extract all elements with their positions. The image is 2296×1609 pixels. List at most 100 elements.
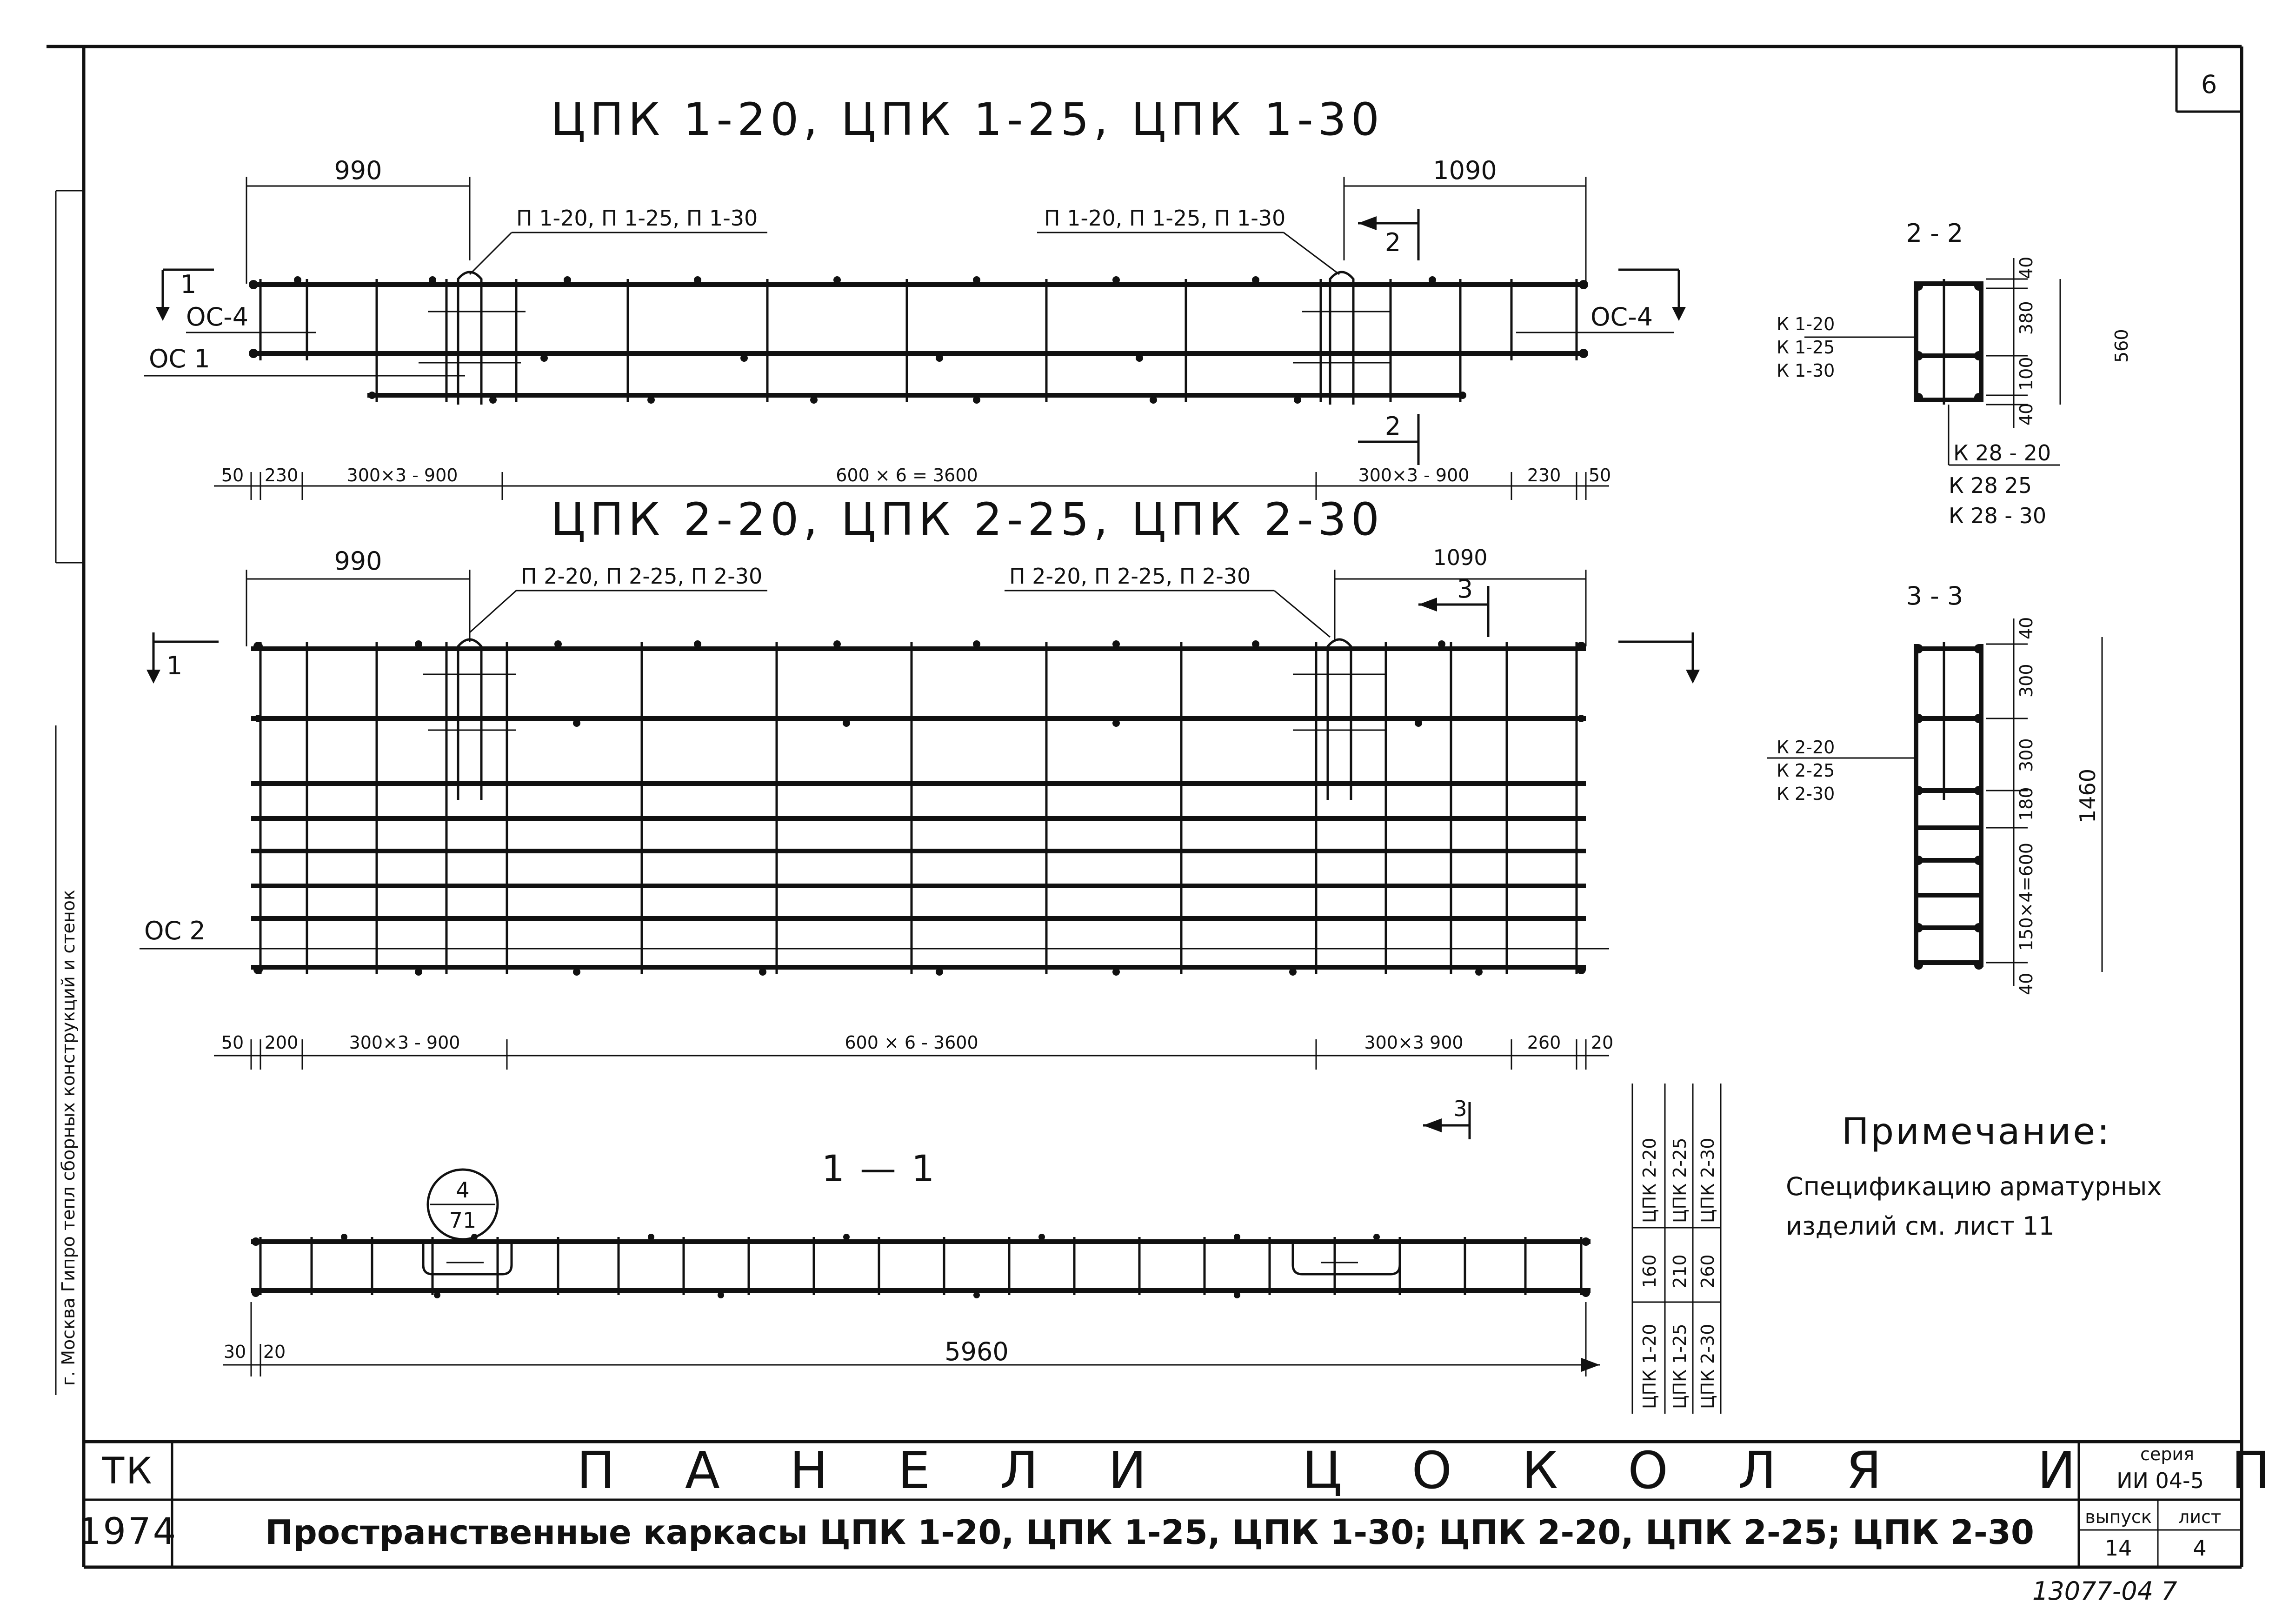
part1-bottom-dim-2: 230 bbox=[265, 465, 299, 485]
note-line-2: изделий см. лист 11 bbox=[1786, 1211, 2055, 1241]
part2-callout-left: П 2-20, П 2-25, П 2-30 bbox=[521, 564, 762, 589]
height-table-mid-3: 260 bbox=[1697, 1254, 1718, 1288]
section11-dim-small2: 20 bbox=[263, 1342, 286, 1362]
part2-bottom-dim-6: 260 bbox=[1527, 1032, 1561, 1053]
sheet-number-box: 6 bbox=[2175, 47, 2242, 113]
section-2-2: 2 - 2 К 1-20 К 1-25 К 1-30 40 380 100 40… bbox=[1777, 219, 2132, 528]
sheet-number: 6 bbox=[2201, 70, 2217, 99]
section22-dim-1: 40 bbox=[2016, 257, 2036, 279]
part1-callout-left: П 1-20, П 1-25, П 1-30 bbox=[516, 206, 758, 231]
height-table-mid-1: 160 bbox=[1639, 1254, 1660, 1288]
subtitle: Пространственные каркасы ЦПК 1-20, ЦПК 1… bbox=[265, 1513, 2034, 1552]
section22-bottom-label-2: К 28 25 bbox=[1949, 473, 2032, 498]
left-margin-strip: г. Москва Гипро тепл сборных конструкций… bbox=[55, 190, 84, 1395]
part1-bottom-dim-1: 50 bbox=[221, 465, 244, 485]
part1-axis-bottom: ОС 1 bbox=[149, 344, 210, 373]
section33-label-3: К 2-30 bbox=[1777, 784, 1835, 804]
section11-mark: 3 bbox=[1453, 1096, 1467, 1121]
height-table-bottom-2: ЦПК 1-25 bbox=[1670, 1324, 1690, 1409]
part2-rebar-dots bbox=[253, 640, 1586, 976]
part1-axis-right: ОС-4 bbox=[1591, 302, 1653, 332]
part1-rebar-dots bbox=[249, 276, 1588, 404]
note-line-1: Спецификацию арматурных bbox=[1786, 1172, 2162, 1201]
series-label: серия bbox=[2140, 1444, 2194, 1464]
note-heading: Примечание: bbox=[1842, 1111, 2111, 1153]
bubble-bottom: 71 bbox=[449, 1208, 477, 1233]
section22-label-2: К 1-25 bbox=[1777, 337, 1835, 358]
section33-label-1: К 2-20 bbox=[1777, 737, 1835, 758]
title-block: ТК 1974 ПАНЕЛИ ЦОКОЛЯ И ПОДВАЛА Простран… bbox=[78, 1440, 2296, 1567]
part2-longitudinal-bars bbox=[251, 646, 1586, 970]
part1-callout-right: П 1-20, П 1-25, П 1-30 bbox=[1044, 206, 1285, 231]
issue-label: выпуск bbox=[2085, 1507, 2152, 1527]
section33-dim-5: 150×4=600 bbox=[2016, 843, 2036, 951]
section33-dim-6: 40 bbox=[2016, 973, 2036, 995]
year: 1974 bbox=[78, 1511, 178, 1553]
sheet-value: 4 bbox=[2193, 1536, 2206, 1561]
part2-title: ЦПК 2-20, ЦПК 2-25, ЦПК 2-30 bbox=[551, 493, 1384, 545]
section22-dim-3: 100 bbox=[2016, 357, 2036, 391]
height-table-bottom-3: ЦПК 2-30 bbox=[1697, 1324, 1718, 1409]
part1-dim-right: 1090 bbox=[1433, 156, 1497, 185]
part2-bottom-dim-2: 200 bbox=[265, 1032, 299, 1053]
part2-section1-mark: 1 bbox=[166, 651, 182, 680]
part2-bottom-dim-7: 20 bbox=[1591, 1032, 1613, 1053]
section11-dim-total: 5960 bbox=[945, 1337, 1008, 1366]
part1-title: ЦПК 1-20, ЦПК 1-25, ЦПК 1-30 bbox=[551, 93, 1384, 146]
main-title: ПАНЕЛИ ЦОКОЛЯ И ПОДВАЛА bbox=[577, 1441, 2296, 1500]
section22-dim-2: 380 bbox=[2016, 301, 2036, 335]
section33-dim-1: 40 bbox=[2016, 617, 2036, 639]
sheet-frame bbox=[47, 45, 2243, 1569]
section-1-1: 1 — 1 4 71 3 bbox=[223, 1096, 1600, 1376]
part1-bottom-dim-3: 300×3 - 900 bbox=[347, 465, 458, 485]
note: Примечание: Спецификацию арматурных изде… bbox=[1786, 1111, 2162, 1241]
part2-dim-right: 1090 bbox=[1433, 545, 1487, 570]
part1-dim-left: 990 bbox=[334, 156, 382, 185]
section33-dim-4: 180 bbox=[2016, 787, 2036, 821]
issue-value: 14 bbox=[2105, 1536, 2132, 1561]
margin-text: г. Москва Гипро тепл сборных конструкций… bbox=[58, 890, 79, 1386]
height-table-bottom-1: ЦПК 1-20 bbox=[1639, 1324, 1660, 1409]
section33-label-2: К 2-25 bbox=[1777, 760, 1835, 781]
part2-drawing: ЦПК 2-20, ЦПК 2-25, ЦПК 2-30 990 1090 П … bbox=[140, 493, 1700, 1070]
section22-total: 560 bbox=[2111, 329, 2132, 363]
part1-bottom-dim-7: 50 bbox=[1589, 465, 1611, 485]
height-table: ЦПК 2-20 ЦПК 2-25 ЦПК 2-30 160 210 260 Ц… bbox=[1631, 1084, 1722, 1414]
part1-stirrups bbox=[259, 279, 1578, 402]
bubble-top: 4 bbox=[456, 1177, 469, 1203]
section-3-3: 3 - 3 К 2-20 К 2-25 К 2-30 40 300 300 18… bbox=[1767, 581, 2103, 995]
section33-dim-2: 300 bbox=[2016, 664, 2036, 698]
org-code: ТК bbox=[101, 1450, 153, 1492]
part2-bottom-dim-4: 600 × 6 - 3600 bbox=[845, 1032, 978, 1053]
section22-bottom-label-3: К 28 - 30 bbox=[1949, 503, 2046, 528]
part1-section-mark-top: 2 bbox=[1385, 228, 1401, 257]
section11-rebar-dots bbox=[252, 1234, 1590, 1298]
part1-drawing: ЦПК 1-20, ЦПК 1-25, ЦПК 1-30 990 1090 П … bbox=[144, 93, 1686, 500]
part2-bottom-dim-1: 50 bbox=[221, 1032, 244, 1053]
section11-title: 1 — 1 bbox=[822, 1148, 937, 1190]
section22-dim-4: 40 bbox=[2016, 403, 2036, 426]
part1-bottom-dim-4: 600 × 6 = 3600 bbox=[836, 465, 978, 485]
part1-lifting-loops bbox=[419, 271, 1391, 405]
series-value: ИИ 04-5 bbox=[2116, 1468, 2204, 1493]
section22-title: 2 - 2 bbox=[1906, 219, 1963, 248]
part1-section-mark-bottom: 2 bbox=[1385, 412, 1401, 441]
height-table-top-3: ЦПК 2-30 bbox=[1697, 1138, 1718, 1223]
section33-total: 1460 bbox=[2075, 769, 2100, 823]
part2-lifting-loops bbox=[423, 638, 1386, 800]
archive-stamp: 13077-04 7 bbox=[2032, 1576, 2177, 1606]
section11-dim-small: 30 bbox=[224, 1342, 246, 1362]
section11-stirrups bbox=[259, 1237, 1583, 1295]
section22-label-1: К 1-20 bbox=[1777, 314, 1835, 334]
part1-section1-mark: 1 bbox=[180, 270, 196, 299]
height-table-top-2: ЦПК 2-25 bbox=[1670, 1138, 1690, 1223]
section33-dim-3: 300 bbox=[2016, 738, 2036, 772]
sheet-label: лист bbox=[2178, 1507, 2221, 1527]
part2-callout-right: П 2-20, П 2-25, П 2-30 bbox=[1009, 564, 1251, 589]
part2-axis-bottom: ОС 2 bbox=[144, 916, 206, 945]
part2-section-mark: 3 bbox=[1457, 574, 1473, 604]
height-table-mid-2: 210 bbox=[1670, 1254, 1690, 1288]
section22-label-3: К 1-30 bbox=[1777, 360, 1835, 381]
part2-bottom-dim-5: 300×3 900 bbox=[1364, 1032, 1463, 1053]
